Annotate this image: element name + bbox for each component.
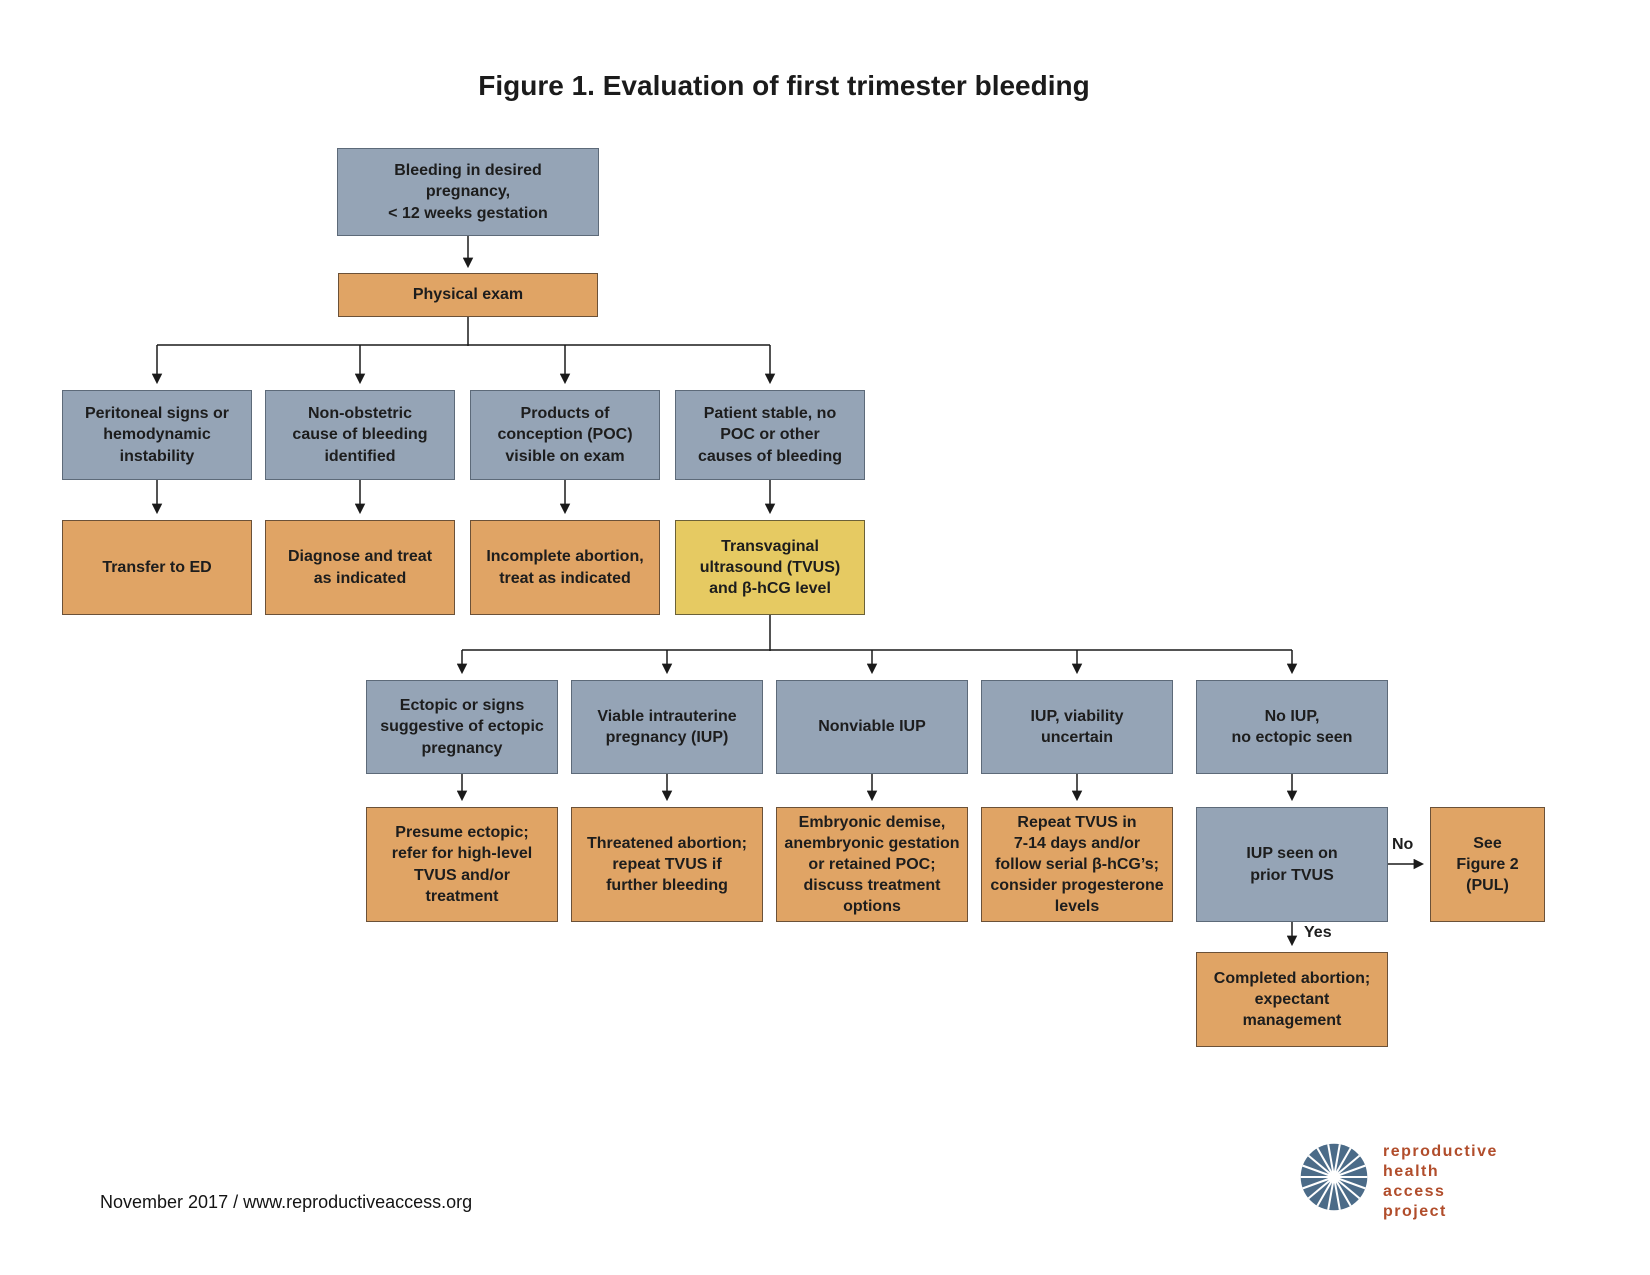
node-nonviable-iup: Nonviable IUP xyxy=(776,680,968,774)
node-peritoneal-signs: Peritoneal signs or hemodynamic instabil… xyxy=(62,390,252,480)
node-incomplete-abortion: Incomplete abortion, treat as indicated xyxy=(470,520,660,615)
node-diagnose-and-treat: Diagnose and treat as indicated xyxy=(265,520,455,615)
figure-title: Figure 1. Evaluation of first trimester … xyxy=(478,70,1090,101)
starburst-logo-icon xyxy=(1300,1143,1368,1211)
node-iup-seen-prior-tvus: IUP seen on prior TVUS xyxy=(1196,807,1388,922)
logo-line: health xyxy=(1383,1163,1440,1180)
footer-date-url: November 2017 / www.reproductiveaccess.o… xyxy=(100,1192,473,1212)
node-ectopic-signs: Ectopic or signs suggestive of ectopic p… xyxy=(366,680,558,774)
node-threatened-abortion: Threatened abortion; repeat TVUS if furt… xyxy=(571,807,763,922)
node-embryonic-demise: Embryonic demise, anembryonic gestation … xyxy=(776,807,968,922)
node-viable-iup: Viable intrauterine pregnancy (IUP) xyxy=(571,680,763,774)
node-transfer-to-ed: Transfer to ED xyxy=(62,520,252,615)
node-poc-visible: Products of conception (POC) visible on … xyxy=(470,390,660,480)
node-non-obstetric-cause: Non-obstetric cause of bleeding identifi… xyxy=(265,390,455,480)
node-iup-viability-uncertain: IUP, viability uncertain xyxy=(981,680,1173,774)
edge-label-no: No xyxy=(1392,836,1414,853)
node-completed-abortion: Completed abortion; expectant management xyxy=(1196,952,1388,1047)
node-tvus-bhcg: Transvaginal ultrasound (TVUS) and β-hCG… xyxy=(675,520,865,615)
node-patient-stable: Patient stable, no POC or other causes o… xyxy=(675,390,865,480)
org-logo: reproductive health access project xyxy=(1297,1140,1498,1222)
org-logo-text: reproductive health access project xyxy=(1383,1142,1498,1222)
node-physical-exam: Physical exam xyxy=(338,273,598,317)
node-repeat-tvus: Repeat TVUS in 7-14 days and/or follow s… xyxy=(981,807,1173,922)
node-see-figure2-pul: See Figure 2 (PUL) xyxy=(1430,807,1545,922)
logo-line: reproductive xyxy=(1383,1143,1498,1160)
node-presume-ectopic: Presume ectopic; refer for high-level TV… xyxy=(366,807,558,922)
edge-label-yes: Yes xyxy=(1304,924,1332,941)
logo-line: project xyxy=(1383,1203,1447,1220)
logo-line: access xyxy=(1383,1183,1446,1200)
node-bleeding-desired-pregnancy: Bleeding in desired pregnancy, < 12 week… xyxy=(337,148,599,236)
node-no-iup-no-ectopic: No IUP, no ectopic seen xyxy=(1196,680,1388,774)
